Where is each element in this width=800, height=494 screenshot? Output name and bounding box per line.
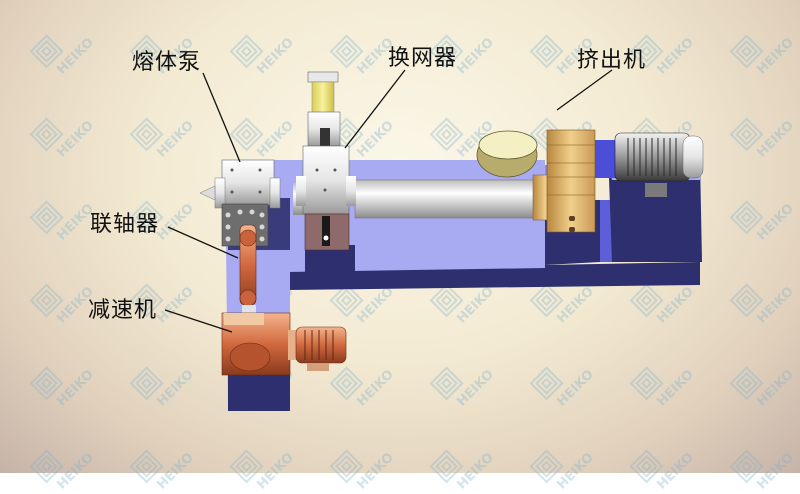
label-screen-changer: 换网器 [388, 46, 458, 71]
label-extruder: 挤出机 [577, 48, 647, 73]
screen-changer [296, 71, 356, 251]
reducer [221, 312, 347, 376]
leader-lines [164, 69, 613, 333]
coupling [239, 224, 257, 319]
feed-section [532, 129, 617, 233]
hopper [476, 130, 538, 178]
extrusion-line-model [164, 69, 704, 411]
extruder-motor [614, 132, 704, 197]
label-melt-pump: 熔体泵 [132, 50, 202, 75]
label-reducer: 减速机 [88, 298, 158, 323]
melt-pump [199, 159, 281, 247]
label-coupling: 联轴器 [90, 212, 160, 237]
